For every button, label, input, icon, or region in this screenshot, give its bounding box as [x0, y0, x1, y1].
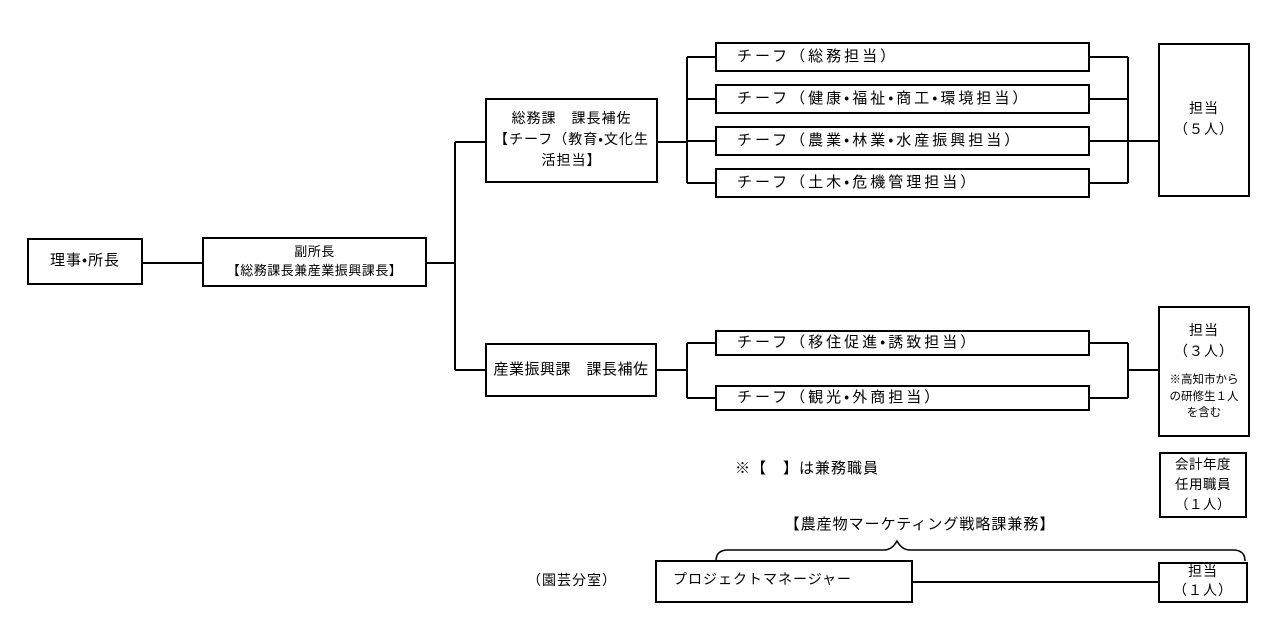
horticulture-branch-label: （園芸分室）	[527, 574, 617, 589]
chief-box-health-welfare: チーフ（健康・福祉・商工・環境担当）	[715, 84, 1090, 114]
staff-box-project-manager: 担当 （１人）	[1158, 562, 1248, 603]
general-affairs-concurrent-line2: 活担当】	[541, 154, 602, 169]
general-affairs-title: 総務課 課長補佐	[511, 112, 632, 127]
fiscal-year-line: 任用職員	[1175, 476, 1231, 492]
general-affairs-section-box: 総務課 課長補佐 【チーフ（教育・文化生 活担当】	[485, 98, 658, 183]
director-box: 理事・所長	[27, 238, 143, 285]
project-manager-box: プロジェクトマネージャー	[655, 560, 913, 603]
staff-label: 担当	[1189, 102, 1219, 117]
connector-segments	[143, 56, 1158, 583]
chief-box-general-affairs: チーフ（総務担当）	[715, 42, 1090, 72]
fiscal-year-line: 会計年度	[1175, 456, 1231, 472]
staff-box-industry: 担当 （３人） ※高知市から の研修生１人 を含む	[1158, 306, 1250, 437]
director-label: 理事・所長	[49, 253, 121, 270]
chief-label: チーフ（土木・危機管理担当）	[737, 174, 979, 191]
marketing-concurrent-label: 【農産物マーケティング戦略課兼務】	[784, 517, 1056, 533]
fiscal-year-staff-box: 会計年度 任用職員 （１人）	[1159, 452, 1247, 518]
chief-box-tourism: チーフ（観光・外商担当）	[715, 385, 1090, 411]
project-manager-label: プロジェクトマネージャー	[673, 573, 853, 589]
staff-count: （５人）	[1174, 123, 1234, 138]
chief-label: チーフ（観光・外商担当）	[737, 389, 943, 406]
industry-promotion-section-box: 産業振興課 課長補佐	[485, 343, 657, 397]
trainee-note-line: を含む	[1186, 407, 1222, 420]
general-affairs-concurrent-line1: 【チーフ（教育・文化生	[494, 133, 649, 148]
chief-box-agriculture: チーフ（農業・林業・水産振興担当）	[715, 126, 1090, 156]
trainee-note: ※高知市から の研修生１人 を含む	[1170, 372, 1239, 422]
chief-label: チーフ（総務担当）	[737, 48, 899, 65]
deputy-director-box: 副所長 【総務課長兼産業振興課長】	[202, 237, 427, 287]
trainee-note-line: ※高知市から	[1169, 373, 1239, 386]
staff-count: （３人）	[1174, 344, 1234, 360]
chief-box-civil-engineering: チーフ（土木・危機管理担当）	[715, 168, 1090, 198]
staff-count: （１人）	[1173, 583, 1233, 599]
trainee-note-line: の研修生１人	[1169, 390, 1239, 403]
curly-brace	[715, 539, 1246, 562]
fiscal-year-count: （１人）	[1175, 497, 1231, 513]
staff-box-general: 担当 （５人）	[1158, 43, 1250, 197]
staff-label: 担当	[1188, 564, 1218, 580]
staff-label: 担当	[1189, 323, 1219, 339]
chief-label: チーフ（農業・林業・水産振興担当）	[737, 132, 1023, 149]
chief-label: チーフ（移住促進・誘致担当）	[737, 334, 979, 351]
concurrent-staff-note: ※【 】は兼務職員	[735, 461, 880, 477]
deputy-director-concurrent: 【総務課長兼産業振興課長】	[226, 263, 403, 278]
deputy-director-title: 副所長	[294, 244, 335, 260]
chief-box-migration: チーフ（移住促進・誘致担当）	[715, 330, 1090, 356]
chief-label: チーフ（健康・福祉・商工・環境担当）	[737, 90, 1031, 107]
industry-promotion-title: 産業振興課 課長補佐	[493, 361, 649, 378]
